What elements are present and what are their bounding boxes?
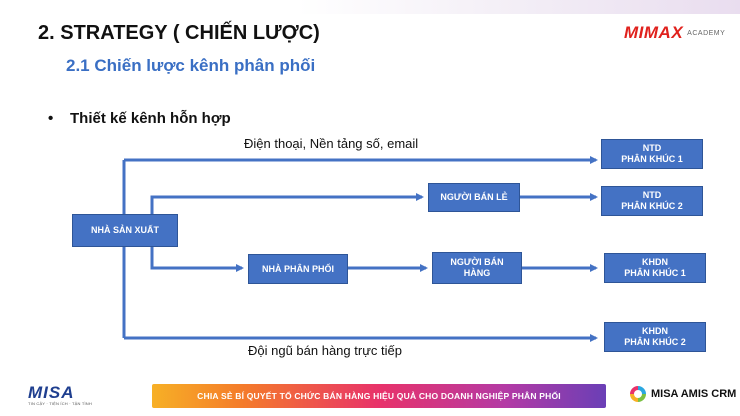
- node-seller: NGƯỜI BÁN HÀNG: [432, 252, 522, 284]
- node-khdn2-line2: PHÂN KHÚC 2: [624, 337, 686, 347]
- node-seller-line2: HÀNG: [463, 268, 491, 278]
- node-producer-label: NHÀ SẢN XUẤT: [90, 225, 159, 235]
- mimax-logo-mark: MIMAX: [624, 23, 684, 42]
- crm-ring-icon: [630, 386, 646, 402]
- node-ntd2-line1: NTD: [642, 190, 662, 200]
- misa-logo-word: MISA: [28, 383, 75, 402]
- label-direct-sales: Đội ngũ bán hàng trực tiếp: [248, 343, 402, 358]
- crm-logo-text: MISA AMIS CRM: [651, 388, 737, 400]
- arrow-to-retailer: [150, 193, 424, 216]
- slide-subtitle: 2.1 Chiến lược kênh phân phối: [66, 56, 316, 75]
- node-ntd1-line1: NTD: [642, 143, 662, 153]
- bullet-marker: •: [48, 110, 54, 127]
- arrow-to-distributor: [150, 246, 244, 272]
- misa-amis-crm-logo: MISA AMIS CRM: [630, 386, 736, 402]
- label-digital-channels: Điện thoại, Nền tảng số, email: [244, 136, 419, 151]
- footer-banner-text: CHIA SẺ BÍ QUYẾT TỔ CHỨC BÁN HÀNG HIỆU Q…: [197, 391, 561, 401]
- node-khdn1-line1: KHDN: [642, 257, 668, 267]
- node-retailer: NGƯỜI BÁN LẺ: [428, 183, 520, 212]
- node-ntd2-line2: PHÂN KHÚC 2: [621, 201, 683, 211]
- mimax-logo-suffix: ACADEMY: [687, 29, 726, 37]
- node-ntd-segment-1: NTD PHÂN KHÚC 1: [601, 139, 703, 169]
- bullet-text: Thiết kế kênh hỗn hợp: [70, 110, 231, 127]
- node-retailer-label: NGƯỜI BÁN LẺ: [440, 192, 508, 202]
- node-khdn2-line1: KHDN: [642, 326, 668, 336]
- mimax-academy-logo: MIMAX ACADEMY: [624, 23, 725, 43]
- node-distributor-label: NHÀ PHÂN PHỐI: [261, 263, 334, 274]
- misa-logo-tagline: TIN CẬY · TIỆN ÍCH · TẬN TÌNH: [28, 401, 92, 406]
- node-ntd1-line2: PHÂN KHÚC 1: [621, 154, 683, 164]
- bullet-point: • Thiết kế kênh hỗn hợp: [48, 110, 231, 127]
- slide-title: 2. STRATEGY ( CHIẾN LƯỢC): [38, 22, 320, 44]
- node-distributor: NHÀ PHÂN PHỐI: [248, 254, 348, 284]
- node-khdn-segment-1: KHDN PHÂN KHÚC 1: [604, 253, 706, 283]
- node-seller-line1: NGƯỜI BÁN: [450, 257, 504, 267]
- node-ntd-segment-2: NTD PHÂN KHÚC 2: [601, 186, 703, 216]
- footer-banner: CHIA SẺ BÍ QUYẾT TỔ CHỨC BÁN HÀNG HIỆU Q…: [152, 384, 606, 408]
- top-gradient-bar: [0, 0, 740, 14]
- node-producer: NHÀ SẢN XUẤT: [72, 214, 178, 247]
- node-khdn1-line2: PHÂN KHÚC 1: [624, 268, 686, 278]
- misa-logo: MISA TIN CẬY · TIỆN ÍCH · TẬN TÌNH: [28, 383, 98, 413]
- node-khdn-segment-2: KHDN PHÂN KHÚC 2: [604, 322, 706, 352]
